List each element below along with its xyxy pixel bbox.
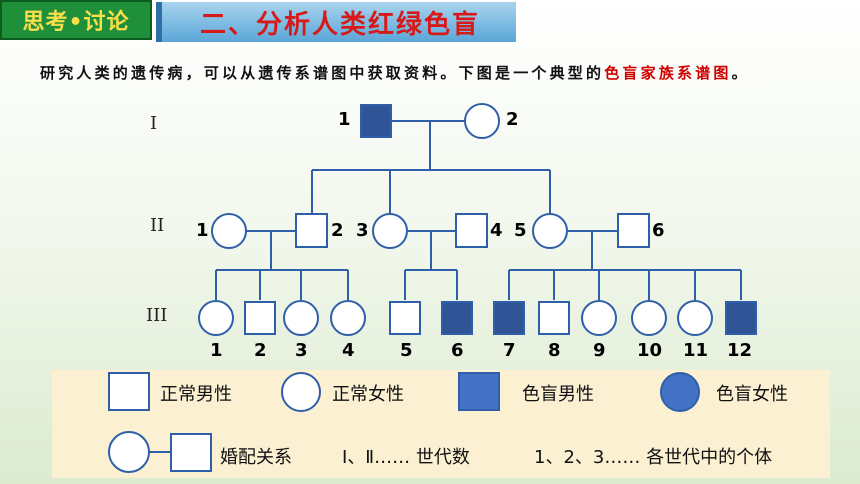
intro-text: 研究人类的遗传病，可以从遗传系谱图中获取资料。下图是一个典型的 [40, 64, 605, 82]
gen2-person-5 [532, 213, 568, 249]
gen3-number-2: 2 [254, 340, 267, 361]
gen3-number-8: 8 [548, 340, 561, 361]
gen3-number-12: 12 [727, 340, 753, 361]
gen2-number-2: 2 [331, 220, 344, 241]
gen2-number-6: 6 [652, 220, 665, 241]
legend-normal-female-label: 正常女性 [332, 384, 404, 405]
pedigree-lines [215, 120, 742, 300]
gen3-person-9 [581, 300, 617, 336]
gen3-number-10: 10 [637, 340, 663, 361]
gen3-number-5: 5 [400, 340, 413, 361]
gen3-number-1: 1 [210, 340, 223, 361]
gen3-person-7 [493, 301, 525, 335]
legend-affected-male-label: 色盲男性 [522, 384, 594, 405]
gen3-person-12 [725, 301, 757, 335]
gen2-number-4: 4 [490, 220, 503, 241]
gen3-person-10 [631, 300, 667, 336]
legend-panel: 正常男性 正常女性 色盲男性 色盲女性 婚配关系 Ⅰ、Ⅱ…… 世代数 1、2、3… [52, 370, 830, 478]
gen2-number-3: 3 [356, 220, 369, 241]
legend-marriage-label: 婚配关系 [220, 447, 292, 468]
legend-affected-male-symbol [458, 372, 500, 411]
gen3-number-7: 7 [503, 340, 516, 361]
intro-highlight: 色盲家族系谱图 [604, 64, 732, 82]
legend-normal-male-symbol [108, 372, 150, 411]
gen3-number-4: 4 [342, 340, 355, 361]
gen3-number-6: 6 [451, 340, 464, 361]
legend-affected-female-label: 色盲女性 [716, 384, 788, 405]
gen2-number-5: 5 [514, 220, 527, 241]
gen2-person-1 [211, 213, 247, 249]
legend-symbols [108, 372, 700, 473]
legend-individual-note: 1、2、3…… 各世代中的个体 [534, 447, 773, 468]
gen3-number-9: 9 [593, 340, 606, 361]
gen3-number-11: 11 [683, 340, 709, 361]
legend-normal-female-symbol [281, 372, 321, 412]
gen3-person-1 [198, 300, 234, 336]
intro-end: 。 [731, 64, 750, 82]
topic-tag-label: 思考•讨论 [22, 10, 130, 35]
legend-generation-note: Ⅰ、Ⅱ…… 世代数 [342, 447, 470, 468]
gen3-person-11 [677, 300, 713, 336]
gen3-person-2 [244, 301, 276, 335]
page-title: 二、分析人类红绿色盲 [200, 9, 481, 40]
title-banner: 二、分析人类红绿色盲 [156, 2, 516, 42]
legend-affected-female-symbol [660, 372, 700, 412]
gen3-person-3 [283, 300, 319, 336]
legend-normal-male-label: 正常男性 [160, 384, 232, 405]
gen1-person-2 [464, 103, 500, 139]
legend-marriage-female-symbol [108, 431, 150, 473]
gen3-person-8 [538, 301, 570, 335]
gen3-person-6 [441, 301, 473, 335]
gen2-person-2 [295, 213, 328, 248]
topic-tag: 思考•讨论 [0, 0, 152, 40]
gen3-person-5 [389, 301, 421, 335]
gen2-person-4 [455, 213, 488, 248]
generation-label-1: I [150, 113, 158, 134]
gen2-person-6 [617, 213, 650, 248]
intro-paragraph: 研究人类的遗传病，可以从遗传系谱图中获取资料。下图是一个典型的色盲家族系谱图。 [40, 58, 830, 88]
gen1-number-1: 1 [338, 109, 351, 130]
gen2-number-1: 1 [196, 220, 209, 241]
gen3-person-4 [330, 300, 366, 336]
gen2-person-3 [372, 213, 408, 249]
gen3-number-3: 3 [295, 340, 308, 361]
legend-marriage-male-symbol [170, 433, 212, 472]
generation-label-2: II [150, 215, 165, 236]
gen1-person-1 [360, 104, 392, 138]
gen1-number-2: 2 [506, 109, 519, 130]
generation-label-3: III [146, 305, 168, 326]
